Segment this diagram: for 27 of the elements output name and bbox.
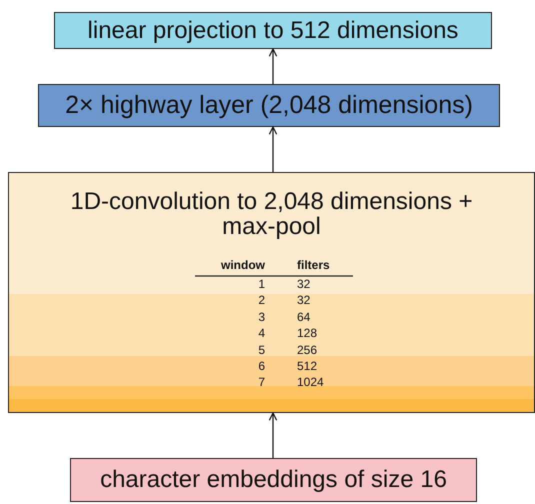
table-value: 32	[297, 277, 312, 291]
table-value: 256	[297, 342, 318, 357]
table-value: 1024	[297, 375, 325, 390]
table-value: 7	[257, 375, 265, 390]
column-header: filters	[297, 258, 331, 272]
projection-box	[54, 12, 492, 49]
table-value: 1	[257, 277, 265, 291]
table-value: 512	[297, 359, 318, 373]
table-value: 3	[257, 310, 265, 324]
node-label: linear projection to 512 dimensions	[88, 18, 458, 44]
node-label: character embeddings of size 16	[100, 467, 447, 493]
table-value: 128	[297, 326, 318, 340]
table-value: 6	[257, 359, 265, 373]
node-label: 1D-convolution to 2,048 dimensions + max-pool	[69, 189, 474, 240]
node-label: 2× highway layer (2,048 dimensions)	[65, 92, 473, 119]
embedding-box	[70, 458, 477, 502]
arrow	[268, 48, 278, 84]
column-header: window	[220, 258, 265, 272]
table-value: 4	[257, 326, 265, 340]
convolution-box	[8, 172, 535, 413]
highway-layer-box	[38, 84, 500, 127]
table-value: 2	[257, 293, 265, 308]
table-value: 32	[297, 293, 312, 308]
table-value: 64	[297, 310, 312, 324]
arrow	[268, 412, 278, 458]
table-value: 5	[257, 342, 265, 357]
arrow	[268, 126, 278, 172]
